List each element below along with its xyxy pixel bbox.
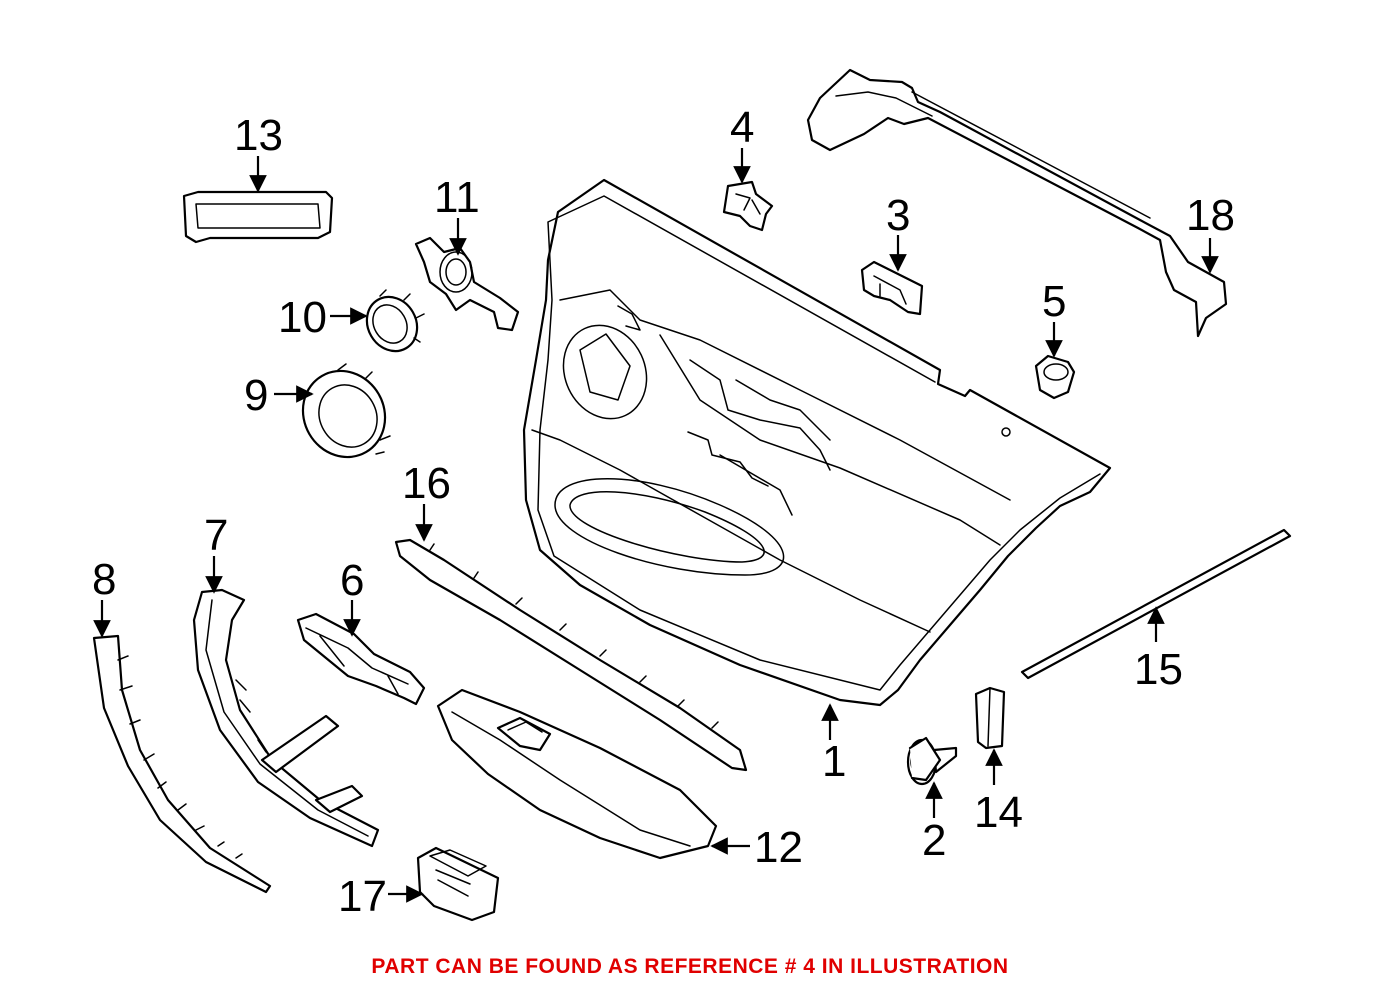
part-9-speaker-ring (301, 363, 391, 459)
callout-3: 3 (886, 191, 910, 272)
callout-7: 7 (204, 511, 228, 594)
part-1-door-trim-panel (522, 178, 1112, 707)
part-14-clip (974, 686, 1006, 750)
part-15-seal-strip (1020, 528, 1292, 680)
callout-label: 11 (434, 173, 480, 222)
callout-14: 14 (974, 748, 1023, 837)
part-3-bracket (860, 260, 924, 316)
callout-label: 5 (1042, 277, 1066, 326)
part-17-window-switch (416, 846, 500, 922)
callout-6: 6 (340, 556, 364, 637)
part-7-trim-strip (192, 588, 380, 848)
callout-label: 16 (402, 459, 451, 508)
callout-5: 5 (1042, 277, 1066, 358)
callout-label: 18 (1186, 191, 1235, 240)
callout-label: 2 (922, 816, 946, 865)
part-12-armrest (436, 688, 718, 860)
reference-caption: PART CAN BE FOUND AS REFERENCE # 4 IN IL… (371, 955, 1009, 978)
callout-1: 1 (821, 703, 846, 786)
part-16-sill-trim (394, 538, 748, 772)
callout-label: 15 (1134, 645, 1183, 694)
part-11-speaker-bracket (414, 236, 520, 332)
callout-label: 1 (822, 737, 846, 786)
callout-12: 12 (710, 823, 803, 872)
callout-label: 8 (92, 555, 116, 604)
part-13-cover-panel (182, 190, 334, 244)
part-4-retaining-clip (722, 180, 774, 232)
callout-label: 4 (730, 103, 754, 152)
callout-label: 3 (886, 191, 910, 240)
callout-label: 10 (278, 293, 327, 342)
callout-8: 8 (92, 555, 116, 638)
part-2-push-clip (906, 736, 958, 786)
callout-4: 4 (730, 103, 754, 184)
callout-label: 13 (234, 111, 283, 160)
callout-15: 15 (1134, 606, 1183, 694)
callout-13: 13 (234, 111, 283, 193)
callout-2: 2 (922, 781, 946, 865)
part-5-grommet (1034, 354, 1076, 400)
callout-9: 9 (244, 371, 314, 420)
callout-16: 16 (402, 459, 451, 542)
callout-11: 11 (434, 173, 480, 256)
callout-label: 14 (974, 788, 1023, 837)
callout-18: 18 (1186, 191, 1235, 274)
part-8-trim-molding (92, 634, 272, 894)
callout-10: 10 (278, 293, 368, 342)
part-18-frame-rail (806, 68, 1228, 338)
callout-label: 6 (340, 556, 364, 605)
callout-17: 17 (338, 872, 424, 921)
callout-label: 17 (338, 872, 387, 921)
part-6-pull-handle (296, 612, 426, 706)
part-10-speaker-cover (365, 289, 425, 353)
callout-label: 12 (754, 823, 803, 872)
callout-label: 9 (244, 371, 268, 420)
callout-label: 7 (204, 511, 228, 560)
